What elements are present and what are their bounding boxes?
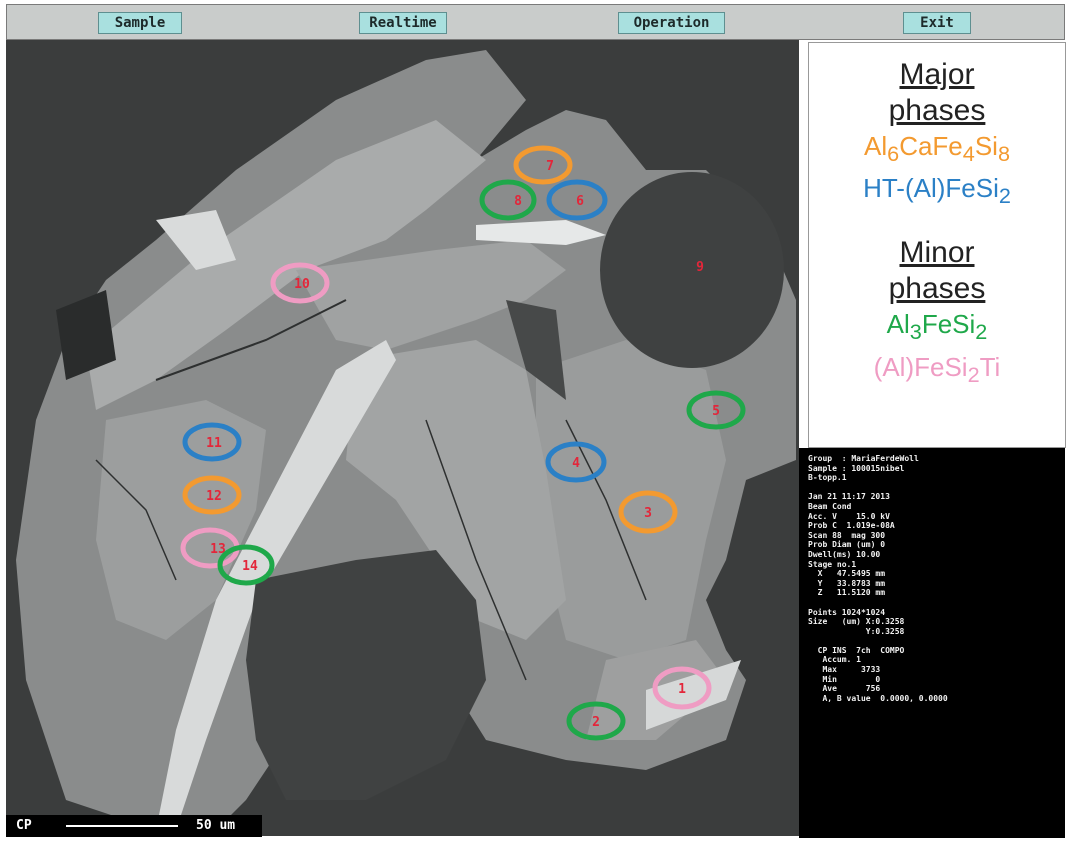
svg-text:3: 3 [644, 506, 652, 521]
info-line: Z 11.5120 mm [808, 588, 886, 598]
marker-14[interactable]: 14 [217, 544, 275, 586]
marker-2[interactable]: 2 [566, 701, 626, 741]
realtime-button[interactable]: Realtime [359, 12, 447, 34]
svg-text:12: 12 [206, 489, 222, 504]
svg-text:13: 13 [210, 542, 226, 557]
marker-3[interactable]: 3 [618, 490, 678, 534]
menu-bar: Sample Realtime Operation Exit [6, 4, 1065, 40]
info-line: Stage no.1 [808, 559, 857, 569]
legend-major-heading-1: Major [899, 58, 975, 91]
scale-length-label: 50 um [196, 818, 236, 833]
info-line: Min 0 [808, 674, 881, 684]
legend-item-al6cafe4si8: Al6CaFe4Si8 [864, 131, 1010, 167]
marker-7[interactable]: 7 [513, 145, 573, 185]
exit-button[interactable]: Exit [903, 12, 971, 34]
info-line: Prob Diam (um) 0 [808, 540, 886, 550]
info-line: Size (um) X:0.3258 [808, 617, 905, 627]
svg-text:10: 10 [294, 277, 310, 292]
info-line [808, 598, 1058, 608]
svg-text:8: 8 [514, 194, 522, 209]
svg-text:1: 1 [678, 682, 686, 697]
scale-mode-label: CP [16, 818, 32, 833]
info-line: CP INS 7ch COMPO [808, 645, 905, 655]
marker-1[interactable]: 1 [652, 666, 712, 710]
legend-major-heading-2: phases [888, 94, 986, 127]
info-line: A, B value 0.0000, 0.0000 [808, 693, 948, 703]
scale-bar: CP 50 um [6, 815, 262, 837]
marker-9[interactable]: 9 [696, 260, 704, 275]
svg-text:6: 6 [576, 194, 584, 209]
svg-text:7: 7 [546, 159, 554, 174]
svg-text:5: 5 [712, 404, 720, 419]
info-line: Beam Cond [808, 501, 852, 511]
info-line: Group : MariaFerdeWoll [808, 454, 919, 463]
sem-micrograph: 1 2 3 4 5 6 7 8 9 [6, 40, 799, 836]
sample-button[interactable]: Sample [98, 12, 182, 34]
info-line: B-topp.1 [808, 473, 847, 483]
scale-line [66, 825, 178, 827]
info-line: X 47.5495 mm [808, 569, 886, 579]
marker-12[interactable]: 12 [182, 475, 242, 515]
info-panel-background [799, 448, 1065, 838]
info-line: Y 33.8783 mm [808, 578, 886, 588]
svg-text:4: 4 [572, 456, 580, 471]
marker-6[interactable]: 6 [546, 179, 608, 221]
info-line: Max 3733 [808, 665, 881, 675]
marker-8[interactable]: 8 [479, 179, 537, 221]
legend-item-ht-alfesi2: HT-(Al)FeSi2 [863, 173, 1011, 209]
legend-minor-heading-2: phases [888, 272, 986, 306]
info-line [808, 483, 1058, 493]
marker-10[interactable]: 10 [270, 262, 330, 304]
sem-image-viewport[interactable]: 1 2 3 4 5 6 7 8 9 [6, 40, 799, 836]
legend-minor-heading-1: Minor [899, 236, 975, 270]
legend-item-al3fesi2: Al3FeSi2 [886, 309, 988, 345]
svg-text:2: 2 [592, 715, 600, 730]
phase-legend: Major phases Al6CaFe4Si8 HT-(Al)FeSi2 Mi… [808, 42, 1066, 448]
info-line: Prob C 1.019e-08A [808, 521, 895, 531]
svg-text:9: 9 [696, 260, 704, 275]
info-line: Accum. 1 [808, 655, 861, 665]
info-line: Sample : 100015nibel [808, 463, 905, 473]
info-line: Jan 21 11:17 2013 [808, 492, 890, 502]
marker-11[interactable]: 11 [182, 422, 242, 462]
marker-4[interactable]: 4 [545, 441, 607, 483]
info-line [808, 636, 1058, 646]
info-line: Scan 88 mag 300 [808, 530, 886, 540]
marker-5[interactable]: 5 [686, 390, 746, 430]
info-line: Points 1024*1024 [808, 607, 886, 617]
svg-text:11: 11 [206, 436, 222, 451]
info-line: Dwell(ms) 10.00 [808, 549, 881, 559]
svg-text:14: 14 [242, 559, 258, 574]
info-line: Ave 756 [808, 684, 881, 694]
info-line: Acc. V 15.0 kV [808, 511, 890, 521]
legend-item-alfesi2ti: (Al)FeSi2Ti [873, 351, 1001, 387]
operation-button[interactable]: Operation [618, 12, 725, 34]
info-line: Y:0.3258 [808, 626, 905, 636]
